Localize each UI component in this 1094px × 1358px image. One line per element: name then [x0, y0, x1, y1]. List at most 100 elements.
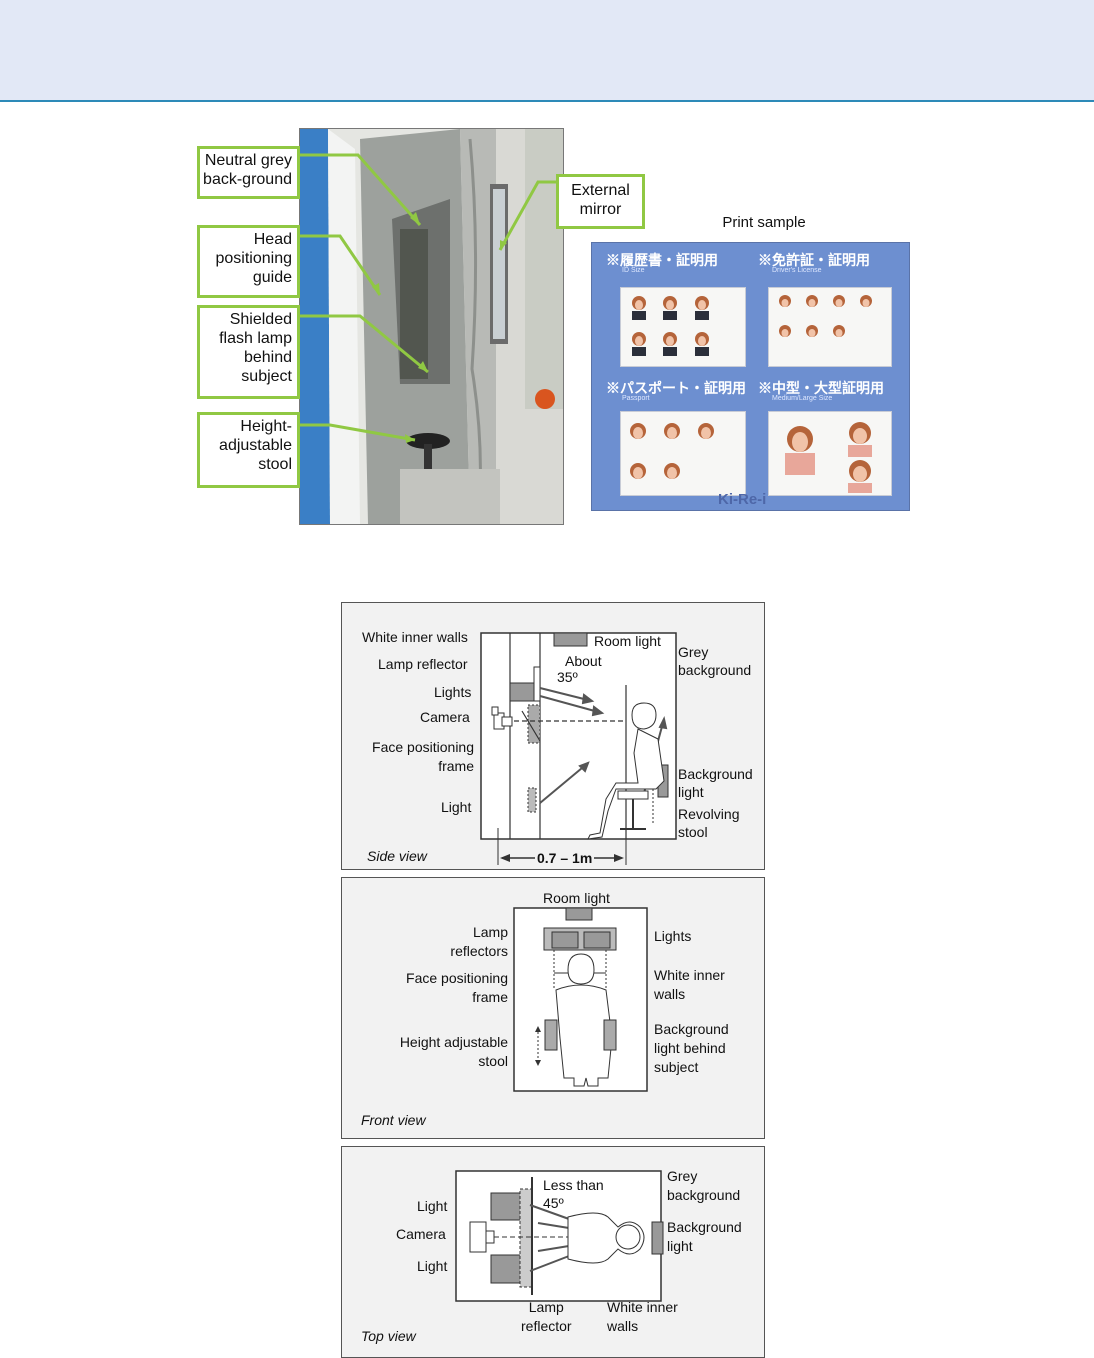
label-line: reflector: [521, 1318, 572, 1334]
label-camera: Camera: [396, 1226, 446, 1242]
print-section-title: ※免許証・証明用: [758, 252, 870, 268]
callout-line: Height-: [240, 418, 292, 435]
callout-external-mirror: External mirror: [556, 174, 645, 229]
label-line: Background: [678, 766, 753, 782]
front-view-diagram: [513, 907, 648, 1092]
label-line: Background: [667, 1219, 742, 1235]
label-line: Face positioning: [406, 970, 508, 986]
label-lamp-reflector: Lamp reflector: [378, 656, 468, 672]
side-view-title: Side view: [367, 848, 427, 864]
callout-line: stool: [258, 456, 292, 473]
label-light-top: Light: [417, 1198, 448, 1214]
label-line: 45º: [543, 1195, 564, 1211]
print-section-subtitle: ID Size: [622, 267, 645, 274]
label-grey-background: Grey background: [678, 643, 751, 679]
top-view-diagram: [455, 1170, 664, 1302]
label-line: stool: [678, 824, 708, 840]
label-room-light: Room light: [594, 633, 661, 649]
label-line: Grey: [678, 644, 709, 660]
label-line: subject: [654, 1059, 699, 1075]
label-lights: Lights: [434, 684, 472, 700]
label-line: Height adjustable: [399, 1034, 508, 1050]
label-lamp-reflectors: Lamp reflectors: [402, 923, 508, 961]
print-section-subtitle: Medium/Large Size: [772, 395, 833, 402]
callout-line: External: [571, 182, 630, 199]
label-white-inner-walls: White inner walls: [607, 1298, 678, 1336]
label-line: Background: [654, 1021, 729, 1037]
label-line: light: [667, 1238, 693, 1254]
print-footer: Ki-Re-i: [718, 491, 767, 508]
label-line: White inner: [607, 1299, 678, 1315]
label-white-inner-walls: White inner walls: [654, 966, 725, 1004]
label-line: walls: [654, 986, 686, 1002]
print-section-title: ※パスポート・証明用: [606, 380, 746, 396]
top-view-panel: Light Camera Light Less than 45º Grey ba…: [341, 1146, 765, 1358]
label-line: frame: [472, 989, 508, 1005]
side-view-diagram: [480, 632, 677, 865]
label-line: Lamp: [528, 1299, 564, 1315]
label-line: light behind: [654, 1040, 726, 1056]
label-lamp-reflector: Lamp reflector: [521, 1298, 572, 1336]
callout-line: flash lamp: [219, 330, 292, 347]
label-lights: Lights: [654, 928, 692, 944]
label-distance: 0.7 – 1m: [535, 849, 595, 868]
label-face-positioning-frame: Face positioning frame: [382, 969, 508, 1007]
label-line: light: [678, 784, 704, 800]
print-sample-title: Print sample: [722, 214, 806, 231]
callout-line: guide: [252, 269, 292, 286]
label-line: About: [565, 653, 602, 669]
label-line: walls: [607, 1318, 639, 1334]
callout-line: subject: [241, 368, 292, 385]
print-section-subtitle: Passport: [622, 395, 650, 402]
label-line: background: [667, 1187, 741, 1203]
label-camera: Camera: [420, 709, 470, 725]
callout-line: Shielded: [229, 311, 292, 328]
callout-line: Neutral grey: [204, 152, 292, 169]
label-line: Lamp: [472, 924, 508, 940]
label-background-light-behind-subject: Background light behind subject: [654, 1020, 729, 1077]
callout-neutral-grey-background: Neutral grey back-ground: [197, 146, 300, 199]
label-white-inner-walls: White inner walls: [362, 629, 468, 645]
label-about-35: About 35º: [557, 653, 602, 685]
print-section-title: ※履歴書・証明用: [606, 252, 718, 268]
print-sample: ※履歴書・証明用 ID Size ※免許証・証明用 Driver's Licen…: [591, 242, 910, 511]
label-line: frame: [438, 758, 474, 774]
top-view-title: Top view: [361, 1328, 416, 1344]
label-line: 35º: [557, 669, 578, 685]
label-line: stool: [478, 1053, 508, 1069]
print-section-title: ※中型・大型証明用: [758, 380, 884, 396]
label-line: Less than: [543, 1177, 604, 1193]
header-band: [0, 0, 1094, 102]
label-background-light: Background light: [667, 1218, 742, 1256]
label-line: background: [678, 662, 752, 678]
label-less-than-45: Less than 45º: [543, 1176, 604, 1212]
callout-line: mirror: [579, 201, 622, 218]
print-section-subtitle: Driver's License: [772, 267, 822, 274]
label-line: Revolving: [678, 806, 740, 822]
label-room-light: Room light: [543, 890, 610, 906]
label-line: Face positioning: [372, 739, 474, 755]
callout-line: behind: [243, 349, 292, 366]
label-face-positioning-frame: Face positioning frame: [362, 738, 474, 776]
callout-line: positioning: [215, 250, 293, 267]
callout-height-adjustable-stool: Height- adjustable stool: [197, 412, 300, 488]
booth-photo: [299, 128, 564, 525]
callout-line: Head: [253, 231, 292, 248]
label-revolving-stool: Revolving stool: [678, 805, 739, 841]
callout-line: back-ground: [203, 171, 292, 188]
label-height-adjustable-stool: Height adjustable stool: [372, 1033, 508, 1071]
callout-shielded-flash-lamp: Shielded flash lamp behind subject: [197, 305, 300, 399]
label-light: Light: [441, 799, 472, 815]
label-line: White inner: [654, 967, 725, 983]
front-view-panel: Room light Lamp reflectors Face position…: [341, 877, 765, 1139]
portrait-thumbnails: [630, 295, 872, 493]
label-line: Grey: [667, 1168, 698, 1184]
label-background-light: Background light: [678, 765, 753, 801]
callout-head-positioning-guide: Head positioning guide: [197, 225, 300, 298]
front-view-title: Front view: [361, 1112, 426, 1128]
label-line: reflectors: [450, 943, 508, 959]
label-light-bottom: Light: [417, 1258, 448, 1274]
label-grey-background: Grey background: [667, 1167, 740, 1205]
callout-line: adjustable: [219, 437, 292, 454]
side-view-panel: White inner walls Lamp reflector Lights …: [341, 602, 765, 870]
